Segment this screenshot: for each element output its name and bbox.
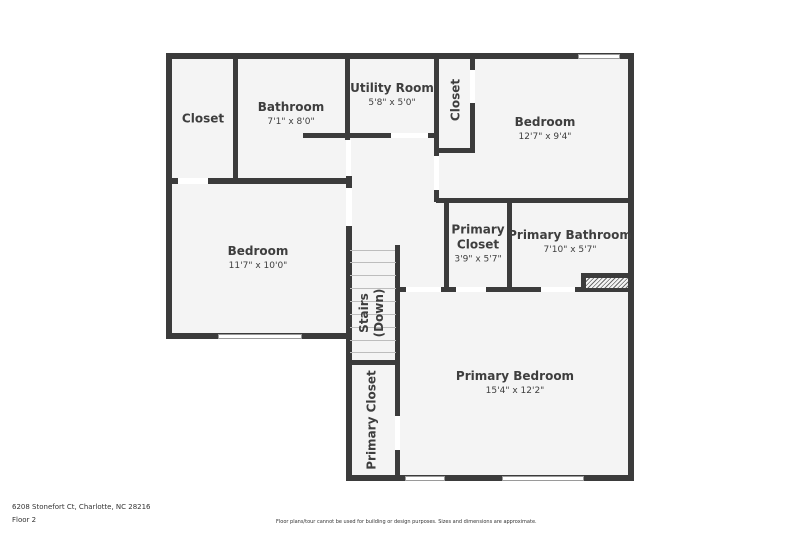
stair-tread [350, 327, 396, 328]
wall-closet-bath [233, 56, 238, 182]
wall-pbed-top-a [398, 287, 406, 292]
room-name: Primary Closet [364, 370, 379, 470]
stair-tread [350, 275, 396, 276]
door-bedroom-ne[interactable] [434, 156, 439, 190]
room-name-line1: Primary [451, 222, 505, 237]
room-name: Bedroom [227, 244, 289, 258]
room-name-line2: (Down) [372, 288, 386, 338]
room-bedroom-ne: Bedroom 12'7" x 9'4" [515, 115, 576, 143]
wall-pbed-top-c [486, 287, 541, 292]
disclaimer: Floor plans/tour cannot be used for buil… [276, 519, 537, 525]
room-bedroom-w: Bedroom 11'7" x 10'0" [228, 244, 289, 272]
stair-tread [350, 340, 396, 341]
room-closet-nw: Closet [182, 112, 224, 127]
room-dimensions: 12'7" x 9'4" [518, 132, 572, 142]
room-dimensions: 3'9" x 5'7" [454, 254, 502, 265]
room-utility: Utility Room 5'8" x 5'0" [350, 81, 434, 109]
wall-stairs-top [350, 250, 395, 251]
door-closet-nw[interactable] [178, 178, 208, 184]
wall-pbed-top-d [575, 287, 631, 292]
door-pcloset[interactable] [456, 287, 486, 292]
door-walkin-closet[interactable] [395, 416, 400, 450]
wall-stairs-bottom [346, 360, 398, 365]
door-pbed[interactable] [406, 287, 441, 292]
room-name: Primary Bedroom [455, 369, 575, 383]
room-name-line1: Stairs [357, 293, 371, 333]
wall-utility-bottom-a [303, 133, 391, 138]
wall-closet-ne-right-bot [470, 103, 475, 153]
wall-closet-ne-bottom [434, 148, 474, 153]
wall-closet-left [346, 333, 352, 481]
wall-bedroom-ne-bottom [436, 198, 630, 203]
wall-hall-right-bottom [434, 190, 439, 202]
wall-left [166, 53, 172, 338]
room-name: Closet [181, 111, 225, 126]
room-name: Utility Room [350, 81, 434, 95]
wall-bath-utility [345, 56, 350, 140]
wall-right [628, 53, 634, 481]
room-closet-ne: Closet [449, 79, 464, 121]
room-name: Bathroom [257, 100, 325, 114]
floor-fill-lower [346, 280, 632, 480]
door-closet-ne[interactable] [470, 70, 475, 103]
wall-pcloset-left [444, 200, 449, 292]
door-pbath[interactable] [541, 287, 575, 292]
room-primary-closet-walkin: Primary Closet [365, 370, 380, 470]
wall-pbed-top-b [441, 287, 456, 292]
room-dimensions: 11'7" x 10'0" [228, 261, 288, 271]
room-dimensions: 7'1" x 8'0" [267, 117, 315, 127]
door-bedroom-w[interactable] [346, 188, 352, 226]
door-utility[interactable] [391, 133, 428, 138]
address: 6208 Stonefort Ct, Charlotte, NC 28216 [12, 503, 151, 511]
stair-tread [350, 314, 396, 315]
room-dimensions: 7'10" x 5'7" [543, 245, 597, 255]
stair-tread [350, 262, 396, 263]
stair-tread [350, 288, 396, 289]
room-name: Closet [448, 78, 463, 122]
wall-utility-bottom-b [428, 133, 436, 138]
hatched-chase [586, 278, 628, 288]
wall-bedroom-w-top-a [168, 178, 178, 184]
room-bathroom: Bathroom 7'1" x 8'0" [258, 100, 324, 128]
wall-top [166, 53, 634, 59]
stair-tread [350, 352, 396, 353]
room-primary-closet-small: Primary Closet 3'9" x 5'7" [451, 223, 504, 266]
window-bedroom-w [218, 334, 302, 339]
wall-pcloset-walkin-door-top [395, 281, 400, 416]
room-name-line2: Closet [456, 237, 500, 252]
window-pbed-left [405, 476, 445, 481]
room-primary-bedroom: Primary Bedroom 15'4" x 12'2" [456, 369, 574, 397]
wall-hatch-box-top [581, 273, 631, 278]
floor-label: Floor 2 [12, 516, 37, 524]
window-pbed-right [502, 476, 584, 481]
wall-utility-closet [434, 56, 439, 156]
wall-bedroom-w-right-top [346, 176, 352, 188]
wall-hatch-box-left [581, 273, 586, 291]
room-dimensions: 15'4" x 12'2" [485, 386, 545, 396]
wall-pcloset-right [507, 200, 512, 292]
wall-closet-ne-right-top [470, 56, 475, 70]
wall-bedroom-w-right [346, 226, 352, 336]
room-primary-bathroom: Primary Bathroom 7'10" x 5'7" [508, 228, 632, 256]
window-bedroom-ne [578, 54, 620, 59]
room-dimensions: 5'8" x 5'0" [368, 98, 416, 108]
door-bath[interactable] [346, 140, 351, 176]
room-stairs: Stairs (Down) [357, 289, 387, 338]
room-name: Primary Bathroom [508, 228, 632, 242]
wall-bedroom-w-top-b [208, 178, 352, 184]
room-name: Bedroom [514, 115, 576, 129]
wall-bottom [346, 475, 634, 481]
stair-tread [350, 301, 396, 302]
